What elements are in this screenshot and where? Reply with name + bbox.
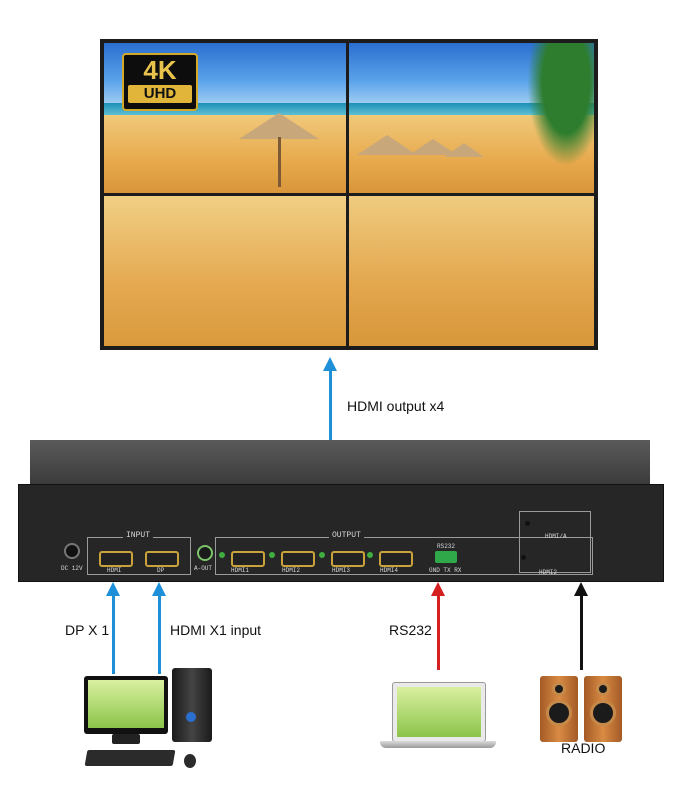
laptop-icon <box>392 682 486 742</box>
aout-label: A-OUT <box>194 565 213 572</box>
rs232-label: RS232 <box>389 622 432 638</box>
desktop-monitor-icon <box>84 676 168 734</box>
radio-label: RADIO <box>561 740 606 756</box>
tower-case-icon <box>172 668 212 742</box>
speaker-left-woofer <box>546 700 572 726</box>
hdmi-input-arrow-shaft <box>158 594 161 674</box>
screw-icon-lower <box>521 555 526 560</box>
output-led-2 <box>269 552 275 558</box>
badge-4k-text: 4K <box>143 55 177 85</box>
hdmi-output-port-4 <box>379 551 413 567</box>
dp-arrow-shaft <box>112 594 115 674</box>
side-label-b: HDMI2 <box>539 569 558 576</box>
hdmi-output-port-2-label: HDMI2 <box>282 567 301 574</box>
speaker-left-icon <box>540 676 578 742</box>
hdmi-output-port-1-label: HDMI1 <box>231 567 250 574</box>
dp-label: DP X 1 <box>65 622 110 638</box>
screw-icon-upper <box>525 521 530 526</box>
speaker-right-woofer <box>590 700 616 726</box>
side-recess-frame <box>519 511 591 573</box>
rs232-arrow-head <box>431 582 445 596</box>
laptop-base <box>380 741 496 748</box>
hdmi-output-arrow-head <box>323 357 337 371</box>
wall-tile-top-left <box>104 43 346 193</box>
hdmi-input-label: HDMI X1 input <box>170 622 262 638</box>
keyboard-icon <box>84 750 176 766</box>
monitor-stand <box>112 734 140 744</box>
power-button-icon <box>186 712 196 722</box>
dp-input-port <box>145 551 179 567</box>
hdmi-output-port-1 <box>231 551 265 567</box>
output-led-3 <box>319 552 325 558</box>
wall-tile-top-right <box>349 43 594 193</box>
output-led-1 <box>219 552 225 558</box>
mouse-icon <box>184 754 196 768</box>
device-top-surface <box>30 440 650 486</box>
video-wall: 4K UHD <box>100 39 598 350</box>
desktop-screen <box>88 680 164 728</box>
speaker-left-tweeter <box>552 682 566 696</box>
hdmi-output-port-4-label: HDMI4 <box>380 567 399 574</box>
output-frame <box>215 537 593 575</box>
audio-out-jack-icon <box>197 545 213 561</box>
radio-arrow-shaft <box>580 594 583 670</box>
4k-uhd-badge: 4K UHD <box>122 53 198 111</box>
hdmi-output-port-2 <box>281 551 315 567</box>
rs232-terminal-icon <box>435 551 457 563</box>
wall-tile-bottom-right <box>349 196 594 346</box>
input-title: INPUT <box>123 531 154 540</box>
hdmi-input-arrow-head <box>152 582 166 596</box>
badge-uhd-text: UHD <box>128 85 192 103</box>
hdmi-output-port-3 <box>331 551 365 567</box>
radio-arrow-head <box>574 582 588 596</box>
dp-arrow-head <box>106 582 120 596</box>
palm-trees <box>524 43 594 173</box>
dc-label: DC 12V <box>61 565 83 572</box>
rs232-arrow-shaft <box>437 594 440 670</box>
speaker-right-tweeter <box>596 682 610 696</box>
output-title: OUTPUT <box>329 531 364 540</box>
speaker-right-icon <box>584 676 622 742</box>
dp-input-port-label: DP <box>157 567 165 574</box>
hdmi-output-arrow-shaft <box>329 370 332 442</box>
dc-jack-icon <box>64 543 80 559</box>
side-label-a: HDMI/A <box>545 533 567 540</box>
output-led-4 <box>367 552 373 558</box>
wall-tile-bottom-left <box>104 196 346 346</box>
hdmi-output-label: HDMI output x4 <box>347 398 445 414</box>
hdmi-input-port-label: HDMI <box>107 567 122 574</box>
hdmi-output-port-3-label: HDMI3 <box>332 567 351 574</box>
matrix-device-front: DC 12V INPUT HDMI DP A-OUT OUTPUT HDMI1 … <box>18 484 664 582</box>
rs232-top-label: RS232 <box>437 543 456 550</box>
rs232-pins-label: GND TX RX <box>429 567 462 574</box>
hdmi-input-port <box>99 551 133 567</box>
laptop-screen <box>397 687 481 737</box>
